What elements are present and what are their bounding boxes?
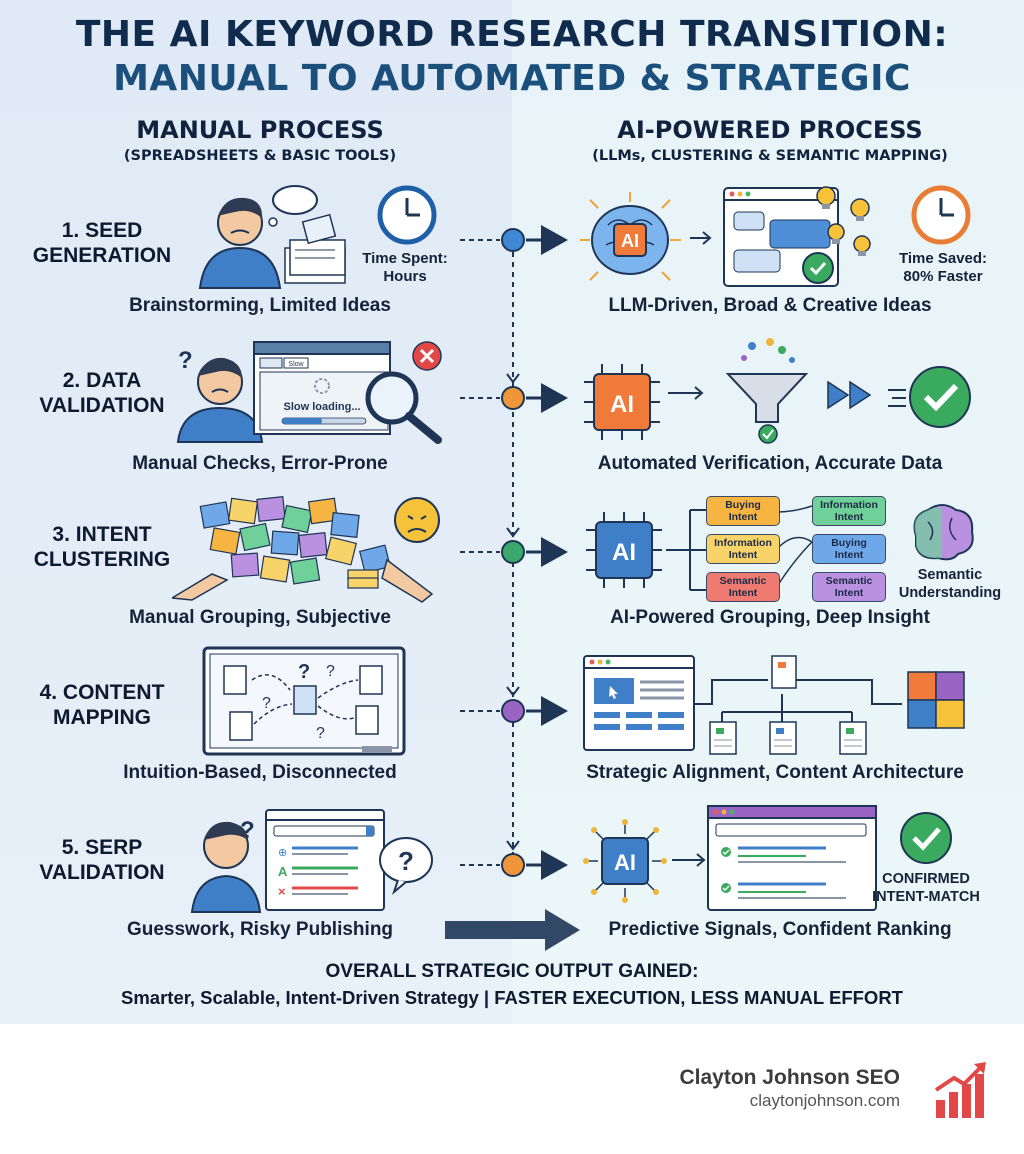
summary-heading: OVERALL STRATEGIC OUTPUT GAINED: <box>325 961 699 982</box>
clock-icon <box>377 185 437 245</box>
svg-text:AI: AI <box>612 539 636 566</box>
svg-text:Slow loading...: Slow loading... <box>284 401 361 413</box>
stopwatch-icon <box>911 185 971 245</box>
svg-text:?: ? <box>298 661 310 683</box>
svg-text:Slow: Slow <box>288 361 304 368</box>
svg-text:⊕: ⊕ <box>278 847 287 859</box>
summary-text: Smarter, Scalable, Intent-Driven Strateg… <box>121 987 903 1008</box>
content-architecture-diagram <box>583 655 965 755</box>
svg-text:?: ? <box>262 695 271 712</box>
step-1-ai-caption: LLM-Driven, Broad & Creative Ideas <box>608 295 932 316</box>
step-4-ai-caption: Strategic Alignment, Content Architectur… <box>586 762 964 783</box>
brain-icon <box>913 504 974 561</box>
lightbulb-ideas-icon <box>816 186 871 256</box>
stressed-person-icon: ? <box>176 347 264 443</box>
arrow-right-icon <box>672 853 706 867</box>
manual-heading: MANUAL PROCESS <box>136 116 384 144</box>
svg-text:AI: AI <box>614 850 636 875</box>
step-3-manual-caption: Manual Grouping, Subjective <box>129 607 391 628</box>
connector-dot <box>501 853 525 877</box>
connector-dot <box>501 386 525 410</box>
checkmark-icon <box>900 812 952 864</box>
brand-name: Clayton Johnson SEO <box>679 1066 900 1089</box>
bar-chart-growth-icon <box>934 1062 986 1118</box>
connector-down-arrow <box>506 686 520 697</box>
step-1-manual-caption: Brainstorming, Limited Ideas <box>129 295 391 316</box>
ai-subheading: (LLMs, CLUSTERING & SEMANTIC MAPPING) <box>592 148 948 164</box>
svg-text:?: ? <box>178 347 193 374</box>
step-5-ai-caption: Predictive Signals, Confident Ranking <box>608 919 952 940</box>
connector-dot <box>501 228 525 252</box>
connector-down-arrow <box>506 373 520 384</box>
serp-results-window <box>707 805 877 911</box>
svg-text:×: × <box>278 884 286 899</box>
svg-text:A: A <box>278 864 288 879</box>
fast-forward-icon <box>827 380 872 410</box>
brand-url: claytonjohnson.com <box>749 1091 900 1110</box>
chat-window-icon <box>723 187 839 287</box>
ai-chip-icon: AI <box>584 364 660 440</box>
frustrated-person-icon <box>198 185 346 289</box>
sticky-notes-pile <box>172 496 440 603</box>
title-line-2: MANUAL TO AUTOMATED & STRATEGIC <box>113 58 911 99</box>
manual-subheading: (SPREADSHEETS & BASIC TOOLS) <box>123 148 397 164</box>
confused-person-serp-icon: ? ⊕ A × ? <box>190 809 433 913</box>
ai-chip-icon: AI <box>586 512 662 588</box>
time-saved-text: Time Saved:80% Faster <box>898 250 988 285</box>
step-2-manual-caption: Manual Checks, Error-Prone <box>132 453 388 474</box>
svg-text:?: ? <box>316 725 325 742</box>
ai-brain-icon: AI <box>580 192 681 281</box>
step-connectors <box>445 225 580 951</box>
step-5-manual-caption: Guesswork, Risky Publishing <box>126 919 394 940</box>
step-2-ai-caption: Automated Verification, Accurate Data <box>597 453 943 474</box>
funnel-icon <box>725 338 809 444</box>
step-3-ai-caption: AI-Powered Grouping, Deep Insight <box>610 607 930 628</box>
title-line-1: THE AI KEYWORD RESEARCH TRANSITION: <box>75 14 949 55</box>
time-spent-text: Time Spent:Hours <box>362 250 448 285</box>
checkmark-icon <box>888 366 971 428</box>
connector-dot <box>501 699 525 723</box>
connector-down-arrow <box>506 527 520 538</box>
arrow-right-icon <box>668 386 704 400</box>
svg-text:AI: AI <box>621 231 639 251</box>
slow-browser-window: Slow Slow loading... <box>253 341 442 444</box>
ai-heading: AI-POWERED PROCESS <box>617 116 923 144</box>
connector-dot <box>501 540 525 564</box>
arrow-right-icon <box>690 231 712 245</box>
step-4-manual-caption: Intuition-Based, Disconnected <box>123 762 397 783</box>
ai-circuit-icon: AI <box>583 819 667 903</box>
connector-down-arrow <box>506 840 520 851</box>
whiteboard-disconnected-icon: ? ? ? ? <box>202 646 406 756</box>
svg-text:?: ? <box>398 846 414 876</box>
svg-text:?: ? <box>326 663 335 680</box>
svg-text:AI: AI <box>610 391 634 418</box>
